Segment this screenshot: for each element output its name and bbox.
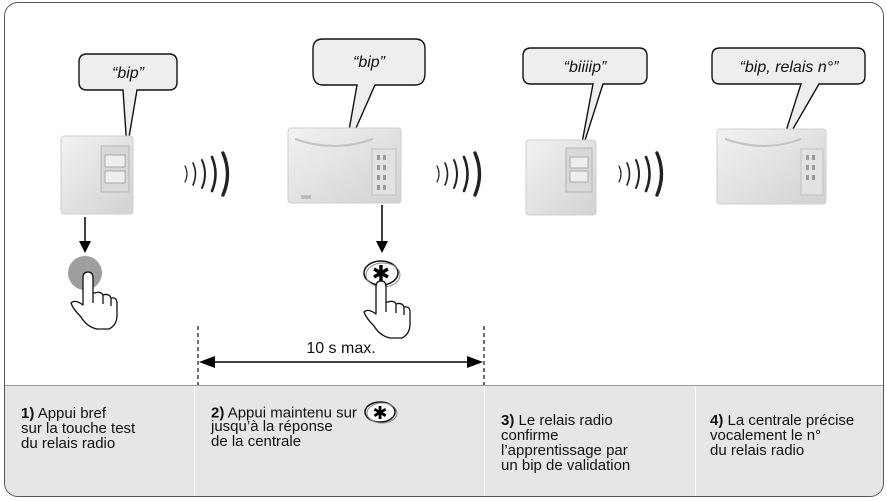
step-2-line-1: Appui maintenu sur — [227, 404, 357, 422]
step-2: 2) Appui maintenu sur ✱ jusqu’à la répons… — [194, 386, 484, 496]
speech-bubble-3: “biiiip” — [522, 47, 648, 160]
timing-double-arrow — [199, 356, 483, 368]
radio-relay-device-1 — [60, 135, 134, 215]
bubble-text-2: “bip” — [353, 54, 386, 71]
asterisk-key-icon: ✱ — [364, 401, 398, 424]
bubble-text-3: “biiiip” — [564, 59, 607, 76]
step-4-line-3: du relais radio — [710, 442, 805, 459]
step-3-line-1: Le relais radio — [518, 412, 613, 429]
step-4-line-2: vocalement le n° — [710, 427, 822, 444]
timing-label: 10 s max. — [306, 340, 375, 357]
bubble-text-1: “bip” — [112, 65, 145, 82]
pointing-hand-icon — [363, 280, 411, 339]
svg-text:✱: ✱ — [372, 403, 387, 424]
step-3: 3) Le relais radio confirme l’apprentiss… — [484, 386, 695, 496]
diagram-frame: “bip” “bip” “biiiip” “bip, relais n°” — [4, 2, 884, 497]
step-1-line-1: Appui bref — [37, 405, 107, 422]
speech-bubble-1: “bip” — [78, 53, 178, 150]
pointing-hand-icon — [70, 271, 118, 330]
step-3-number: 3) — [501, 412, 515, 429]
step-3-line-2: confirme — [501, 427, 559, 444]
bubble-text-4: “bip, relais n°” — [740, 59, 840, 76]
arrow-head — [376, 241, 388, 253]
step-2-line-3: de la centrale — [211, 433, 302, 450]
arrow-head — [79, 241, 91, 253]
step-4: 4) La centrale précise vocalement le n° … — [695, 386, 883, 496]
svg-text:✱: ✱ — [372, 262, 390, 287]
central-unit-device-4 — [716, 128, 827, 205]
step-2-number: 2) — [211, 404, 225, 422]
step-4-line-1: La centrale précise — [727, 412, 855, 429]
speech-bubble-2: “bip” — [312, 38, 426, 154]
steps-panel: 1) Appui bref sur la touche test du rela… — [5, 385, 883, 496]
step-1-number: 1) — [21, 405, 35, 422]
radio-relay-device-3 — [525, 139, 597, 216]
step-1-line-3: du relais radio — [21, 435, 116, 452]
procedure-illustration: “bip” “bip” “biiiip” “bip, relais n°” — [60, 38, 866, 385]
step-2-line-2: jusqu’à la réponse — [211, 418, 333, 435]
radio-waves-icon — [618, 151, 664, 197]
radio-waves-icon — [184, 151, 230, 197]
radio-waves-icon — [436, 151, 482, 197]
step-4-number: 4) — [710, 412, 724, 429]
step-3-line-3: l’apprentissage par — [501, 442, 628, 459]
step-1-line-2: sur la touche test — [21, 420, 136, 437]
step-1: 1) Appui bref sur la touche test du rela… — [5, 386, 194, 496]
step-3-line-4: un bip de validation — [501, 457, 631, 474]
speech-bubble-4: “bip, relais n°” — [711, 47, 866, 154]
central-unit-device-2 — [287, 127, 402, 204]
